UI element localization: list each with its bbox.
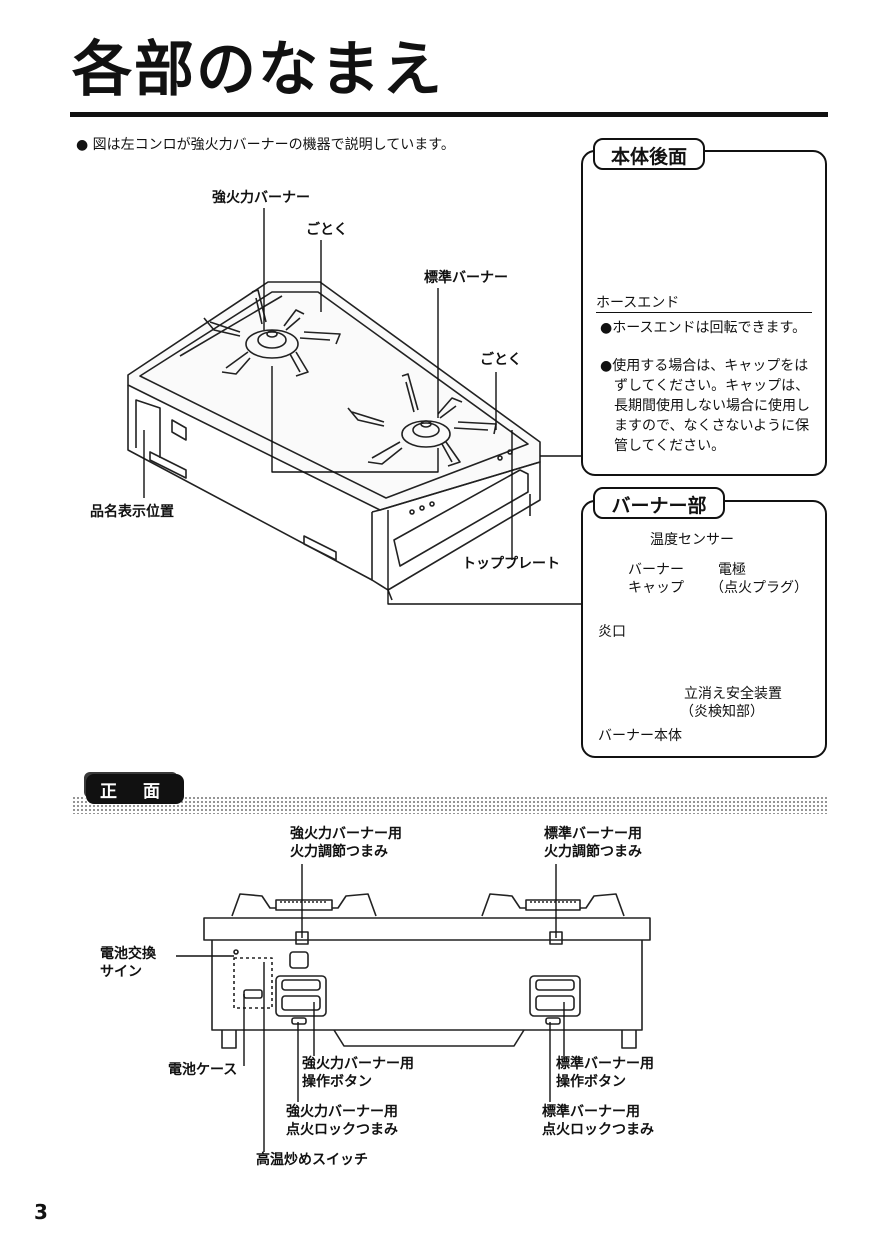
label-top-plate: トッププレート bbox=[462, 556, 560, 572]
label-standard-lock-1: 標準バーナー用 bbox=[542, 1104, 640, 1120]
label-battery-sign-2: サイン bbox=[100, 964, 142, 980]
label-battery-sign-1: 電池交換 bbox=[100, 946, 156, 962]
label-standard-burner: 標準バーナー bbox=[424, 270, 508, 286]
label-strong-knob-2: 火力調節つまみ bbox=[290, 844, 388, 860]
front-section-pattern bbox=[72, 796, 828, 814]
label-strong-lock-2: 点火ロックつまみ bbox=[286, 1122, 398, 1138]
label-strong-knob-1: 強火力バーナー用 bbox=[290, 826, 402, 842]
intro-note: ● 図は左コンロが強火力バーナーの機器で説明しています。 bbox=[76, 137, 455, 153]
label-electrode-2: （点火プラグ） bbox=[710, 580, 808, 596]
label-standard-knob-1: 標準バーナー用 bbox=[544, 826, 642, 842]
label-burner-cap-2: キャップ bbox=[628, 580, 684, 596]
label-standard-button-2: 操作ボタン bbox=[556, 1074, 626, 1090]
hose-end-rule bbox=[596, 312, 812, 313]
page-number: 3 bbox=[34, 1200, 48, 1224]
label-strong-lock-1: 強火力バーナー用 bbox=[286, 1104, 398, 1120]
label-burner-body: バーナー本体 bbox=[598, 728, 682, 744]
label-flame-port: 炎口 bbox=[598, 624, 626, 640]
front-section-tab: 正 面 bbox=[86, 774, 184, 804]
stove-top-plate bbox=[127, 281, 541, 511]
label-electrode-1: 電極 bbox=[718, 562, 746, 578]
burner-detail-panel bbox=[581, 500, 827, 758]
label-strong-burner: 強火力バーナー bbox=[212, 190, 310, 206]
front-view-drawing bbox=[203, 893, 651, 1049]
label-safety-device-2: （炎検知部） bbox=[680, 704, 764, 720]
label-temp-sensor: 温度センサー bbox=[650, 532, 734, 548]
rear-note-rotation: ●ホースエンドは回転できます。 bbox=[600, 320, 807, 336]
rear-view-tab: 本体後面 bbox=[593, 138, 705, 170]
label-standard-button-1: 標準バーナー用 bbox=[556, 1056, 654, 1072]
burner-detail-tab: バーナー部 bbox=[593, 487, 725, 519]
label-trivet-left: ごとく bbox=[306, 222, 348, 238]
label-hose-end: ホースエンド bbox=[596, 295, 680, 311]
label-strong-button-1: 強火力バーナー用 bbox=[302, 1056, 414, 1072]
label-battery-case: 電池ケース bbox=[168, 1062, 238, 1078]
rear-note-cap: ●使用する場合は、キャップをはずしてください。キャップは、長期間使用しない場合に… bbox=[600, 358, 810, 454]
rear-view-panel bbox=[581, 150, 827, 476]
title-rule bbox=[70, 112, 828, 117]
standard-burner-drawing bbox=[347, 373, 497, 467]
label-standard-knob-2: 火力調節つまみ bbox=[544, 844, 642, 860]
label-strong-button-2: 操作ボタン bbox=[302, 1074, 372, 1090]
page-title: 各部のなまえ bbox=[72, 35, 444, 105]
label-burner-cap-1: バーナー bbox=[628, 562, 684, 578]
label-trivet-right: ごとく bbox=[480, 352, 522, 368]
label-safety-device-1: 立消え安全装置 bbox=[684, 686, 782, 702]
stove-body bbox=[127, 385, 541, 601]
label-standard-lock-2: 点火ロックつまみ bbox=[542, 1122, 654, 1138]
strong-burner-drawing bbox=[203, 289, 341, 377]
label-high-temp-switch: 高温炒めスイッチ bbox=[256, 1152, 368, 1168]
label-model-name-position: 品名表示位置 bbox=[90, 504, 174, 520]
